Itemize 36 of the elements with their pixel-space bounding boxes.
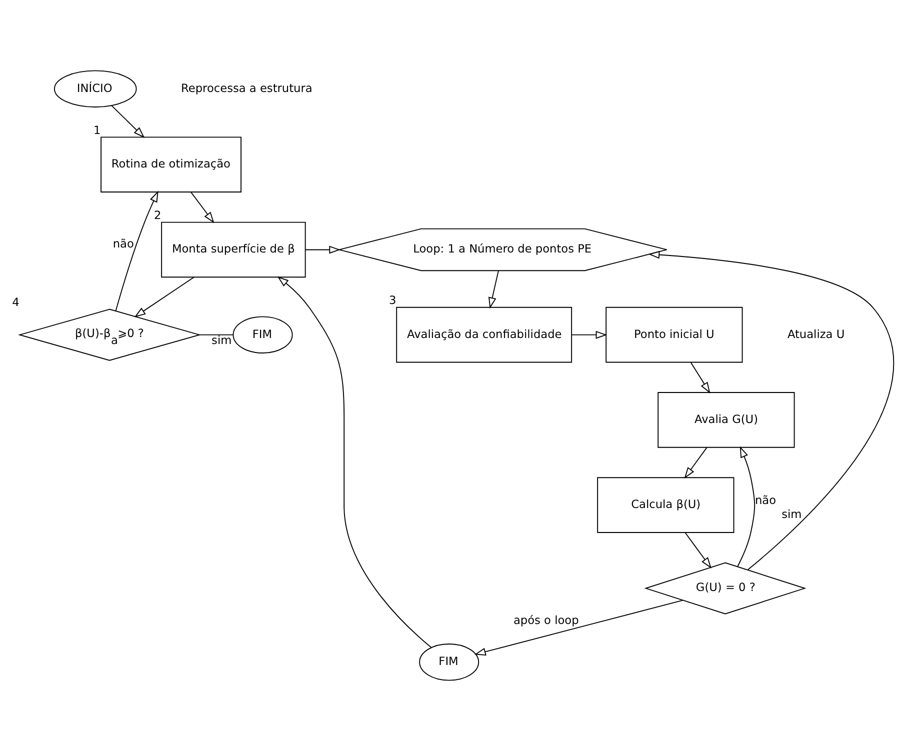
arrow — [648, 250, 894, 570]
node-ellipse: FIM — [232, 316, 293, 354]
arrow — [190, 192, 214, 224]
arrow — [684, 532, 712, 569]
arrow — [571, 330, 608, 339]
arrow — [277, 276, 432, 648]
node-label: 3 — [389, 293, 396, 308]
node-box: Monta superfície de β — [161, 222, 306, 278]
node-box: Ponto inicial U — [606, 306, 743, 363]
edge-label: após o loop — [514, 613, 579, 628]
node-box: Avaliação da confiabilidade — [396, 306, 572, 363]
arrow — [684, 447, 708, 479]
node-box: Rotina de otimização — [100, 136, 242, 192]
arrow — [134, 276, 194, 318]
arrow — [110, 104, 145, 138]
edge-label: não — [112, 236, 134, 251]
node-label: 4 — [12, 295, 20, 310]
node-ellipse: FIM — [419, 644, 480, 681]
node-box: Calcula β(U) — [597, 477, 734, 533]
edge-label: sim — [782, 506, 802, 521]
node-ellipse: INÍCIO — [54, 70, 137, 108]
label: Reprocessa a estrutura — [181, 80, 312, 95]
arrow — [690, 362, 710, 394]
node-box: Avalia G(U) — [658, 392, 795, 448]
edge-label: não — [754, 493, 776, 508]
node-label: 2 — [154, 208, 162, 222]
node-diamond: G(U) = 0 ? — [644, 562, 806, 614]
arrow — [474, 600, 684, 656]
label: Atualiza U — [787, 326, 845, 341]
arrow — [488, 270, 499, 309]
arrow — [115, 190, 158, 312]
arrow — [737, 446, 756, 567]
connector — [199, 334, 234, 336]
node-label: 1 — [93, 122, 101, 137]
arrow — [305, 246, 341, 254]
edge-label: sim — [212, 332, 232, 347]
